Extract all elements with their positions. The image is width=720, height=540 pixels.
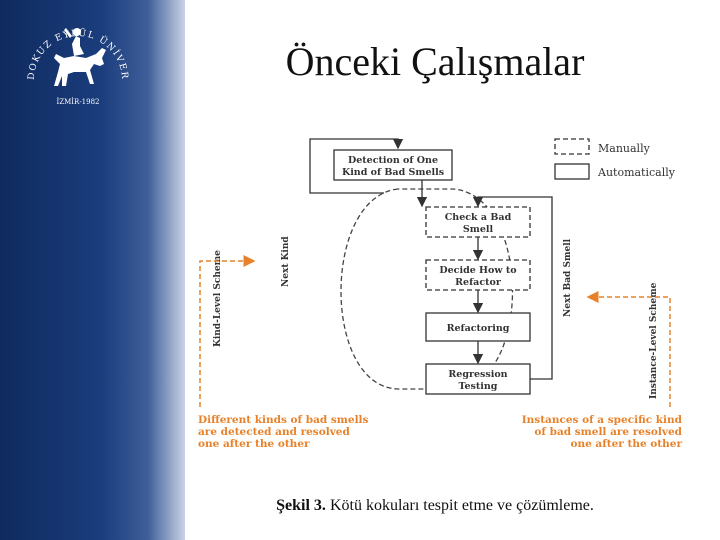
kind-level-arrow (199, 255, 256, 407)
next-smell-arrow (472, 196, 553, 380)
decide-line1: Decide How to (439, 265, 516, 276)
legend-manual-swatch (554, 138, 590, 155)
decide-line2: Refactor (455, 277, 502, 288)
detect-line2: Kind of Bad Smells (342, 167, 444, 178)
instance-level-arrow (586, 291, 671, 407)
university-logo: DOKUZ EYLÜL ÜNİVERSİTESİ İZMİR-1982 (14, 8, 128, 106)
right-note-line2: of bad smell are resolved (534, 426, 682, 438)
caption-label: Şekil 3. (276, 497, 326, 514)
instance-level-label: Instance-Level Scheme (649, 282, 659, 399)
detect-box (333, 149, 453, 181)
regression-line2: Testing (459, 381, 498, 392)
next-bad-smell-label: Next Bad Smell (563, 238, 573, 317)
legend-auto-label: Automatically (597, 166, 676, 179)
kind-loop-arrow (309, 138, 404, 194)
page-title: Önceki Çalışmalar (285, 39, 585, 84)
horse-rider-icon (54, 28, 106, 86)
legend-auto-swatch (554, 163, 590, 180)
caption-text: Kötü kokuları tespit etme ve çözümleme. (325, 497, 594, 514)
legend-manual-label: Manually (598, 142, 651, 155)
refactoring-diagram: Manually Automatically Detection of One … (198, 138, 683, 450)
right-note-line3: one after the other (570, 438, 682, 450)
logo-year-text: İZMİR-1982 (56, 97, 99, 106)
right-note-line1: Instances of a specific kind (522, 414, 683, 426)
refactoring-label: Refactoring (447, 323, 510, 334)
check-line1: Check a Bad (445, 212, 512, 223)
left-note-line2: are detected and resolved (198, 426, 350, 438)
sidebar-band (0, 0, 185, 540)
refactoring-box (425, 312, 531, 342)
figure-caption: Şekil 3. Kötü kokuları tespit etme ve çö… (185, 497, 685, 515)
regression-box (425, 363, 531, 395)
kind-level-label: Kind-Level Scheme (213, 250, 223, 347)
left-note-line3: one after the other (198, 438, 310, 450)
left-note-line1: Different kinds of bad smells (198, 414, 369, 426)
detect-line1: Detection of One (348, 155, 438, 166)
decide-box (425, 259, 531, 291)
check-line2: Smell (463, 224, 494, 235)
regression-line1: Regression (448, 369, 507, 380)
next-kind-label: Next Kind (281, 236, 291, 287)
